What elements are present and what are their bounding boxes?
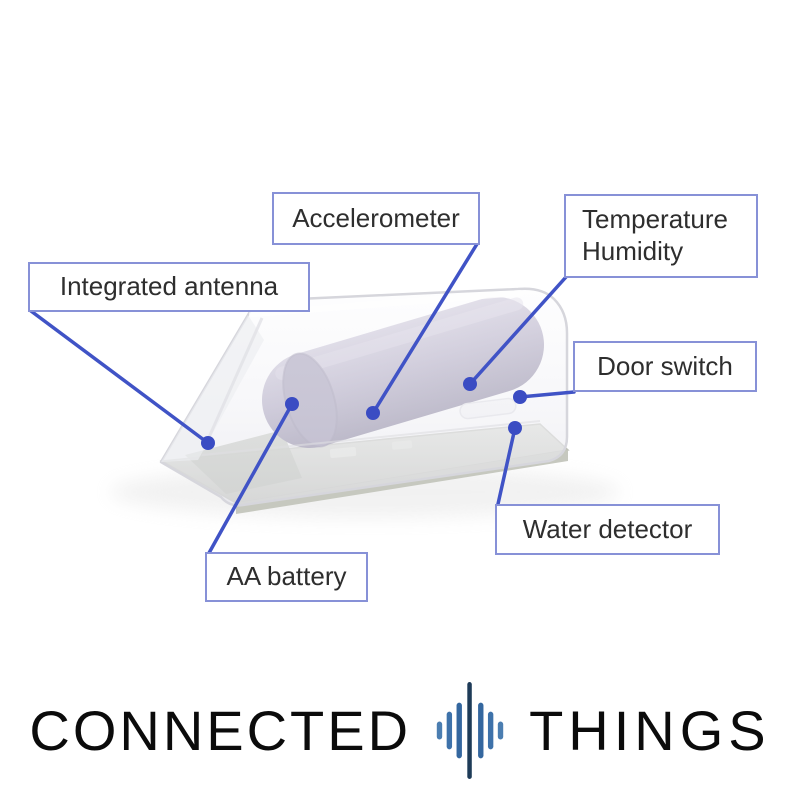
- marker-dot-integrated-antenna: [201, 436, 215, 450]
- callout-aa-battery: AA battery: [205, 552, 368, 602]
- marker-dot-accelerometer: [366, 406, 380, 420]
- translucent-shell: [159, 287, 569, 507]
- marker-dot-door-switch: [513, 390, 527, 404]
- callout-door-switch: Door switch: [573, 341, 757, 392]
- callout-integrated-antenna: Integrated antenna: [28, 262, 310, 312]
- callout-accelerometer: Accelerometer: [272, 192, 480, 245]
- callout-water-detector: Water detector: [495, 504, 720, 555]
- leader-lines: [29, 242, 576, 555]
- leader-line-integrated-antenna: [29, 309, 210, 445]
- marker-dot-aa-battery: [285, 397, 299, 411]
- marker-dot-water-detector: [508, 421, 522, 435]
- leader-line-temperature: [468, 275, 568, 386]
- leader-line-water-detector: [496, 426, 517, 506]
- callout-temperature-humidity: Temperature Humidity: [564, 194, 758, 278]
- audio-waveform-icon: [436, 681, 504, 779]
- leader-line-door-switch: [518, 390, 576, 399]
- brand-logo: CONNECTED THINGS: [0, 681, 800, 779]
- marker-dot-temperature: [463, 377, 477, 391]
- marker-dots: [201, 377, 527, 450]
- leader-line-aa-battery: [207, 402, 294, 555]
- logo-word-connected: CONNECTED: [29, 698, 412, 762]
- leader-line-accelerometer: [371, 242, 479, 415]
- logo-word-things: THINGS: [529, 698, 771, 762]
